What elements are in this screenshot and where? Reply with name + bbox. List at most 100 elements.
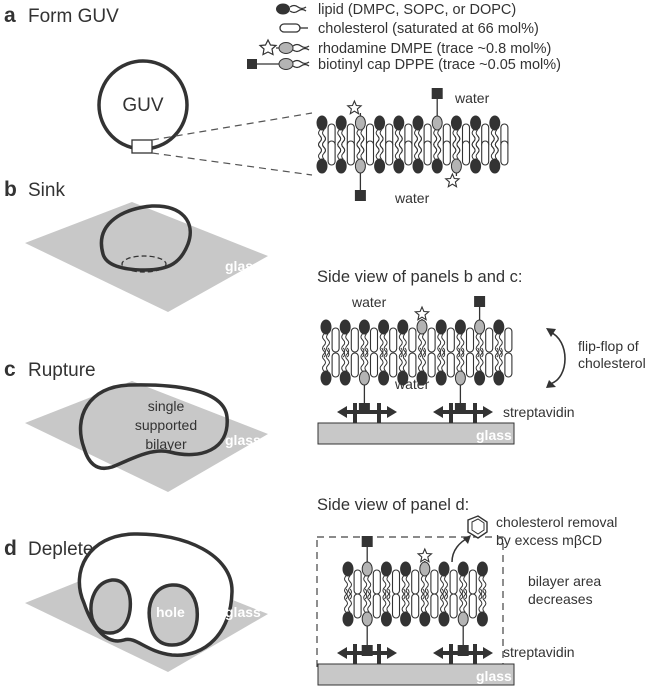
cholesterol-molecule (468, 593, 477, 619)
zoom-box (131, 139, 153, 154)
special-lipid-head (474, 319, 486, 335)
special-lipid-head (416, 319, 428, 335)
lipid-tail (456, 347, 461, 372)
panel-c-letter: c (4, 358, 16, 381)
lipid-head (412, 115, 424, 131)
lipid-head (435, 319, 447, 335)
legend-cholesterol-label: cholesterol (saturated at 66 mol%) (318, 21, 539, 37)
lipid-head (474, 370, 486, 386)
special-lipid-head (454, 370, 466, 386)
glass-surface-b (25, 202, 268, 312)
lipid-head (380, 611, 392, 627)
lipid-head (431, 158, 443, 174)
lipid-tail (363, 575, 368, 600)
biotin-cap (457, 645, 469, 656)
biotin-cap (358, 403, 370, 414)
lipid-tail (452, 135, 457, 160)
lipid-tail (418, 135, 422, 160)
lipid-tail (440, 588, 444, 613)
lipid-head (339, 370, 351, 386)
lipid-head (450, 115, 462, 131)
lipid-tail (364, 347, 369, 372)
lipid-tail (379, 347, 384, 372)
streptavidin-arrow-left (433, 406, 443, 418)
lipid-tail (363, 588, 368, 613)
lipid-tail (475, 347, 480, 372)
lipid-tail (478, 575, 483, 600)
lipid-tail (440, 575, 444, 600)
cholesterol-molecule (408, 352, 417, 378)
lipid-tail (498, 347, 503, 372)
lipid-tail (318, 135, 322, 160)
streptavidin-arrow-left (337, 406, 347, 418)
glass-label-b: glass (225, 258, 261, 274)
cholesterol-molecule (404, 140, 413, 166)
cholesterol-molecule (500, 140, 509, 166)
cholesterol-molecule (468, 569, 477, 595)
lipid-tail (386, 575, 391, 600)
lipid-head (335, 158, 347, 174)
lipid-head (493, 370, 505, 386)
panel-c-title: Rupture (28, 360, 96, 381)
cholesterol-molecule (465, 327, 475, 353)
lipid-head (374, 158, 386, 174)
lipid-head (419, 611, 431, 627)
lipid-tail (322, 135, 326, 160)
cholesterol-molecule (411, 569, 420, 595)
supported-bilayer-patch (78, 383, 229, 470)
cholesterol-molecule (353, 593, 362, 619)
lipid-head (493, 319, 505, 335)
lipid-tail (463, 575, 468, 600)
lipid-tail (422, 347, 426, 372)
glass-slab-bc (317, 422, 515, 445)
legend-lipid-label: lipid (DMPC, SOPC, or DOPC) (318, 2, 516, 18)
lipid-tail (337, 135, 342, 160)
cholesterol-molecule (446, 327, 455, 353)
cholesterol-molecule (391, 569, 401, 595)
lipid-tail (401, 588, 406, 613)
hole-left (89, 578, 133, 635)
glass-label-c: glass (225, 432, 261, 448)
lipid-tail (433, 135, 438, 160)
supported-bilayer-line3: bilayer (145, 436, 187, 452)
removal-label-line1: cholesterol removal (496, 514, 617, 530)
lipid-head (416, 370, 428, 386)
lipid-head (489, 115, 501, 131)
bilayer-panel-a (316, 88, 509, 201)
cholesterol-molecule (346, 140, 355, 166)
lipid-tail (344, 575, 348, 600)
lipid-tail (322, 347, 326, 372)
legend-rhodamine-label: rhodamine DMPE (trace ~0.8 mol%) (318, 41, 551, 57)
glass-label-slab-bc: glass (476, 427, 512, 443)
legend-biotinyl-icon (247, 58, 310, 70)
special-lipid-head (361, 561, 373, 577)
cholesterol-molecule (449, 593, 458, 619)
lipid-head (393, 115, 405, 131)
glass-label-d: glass (225, 604, 261, 620)
side-view-bc-title: Side view of panels b and c: (317, 268, 522, 286)
lipid-tail (344, 588, 348, 613)
special-lipid-head (450, 158, 462, 174)
lipid-tail (348, 588, 352, 613)
special-lipid-head (361, 611, 373, 627)
special-lipid-head (457, 611, 469, 627)
lipid-head (457, 561, 469, 577)
cholesterol-molecule (461, 140, 471, 166)
lipid-tail (424, 588, 429, 613)
cholesterol-molecule (372, 593, 381, 619)
biotin-cap (361, 536, 373, 547)
area-label-line1: bilayer area (528, 573, 601, 589)
streptavidin-arrow-left (433, 647, 443, 659)
supported-bilayer-line1: single (148, 398, 185, 414)
cholesterol-molecule (446, 352, 455, 378)
supported-bilayer-line2: supported (135, 417, 197, 433)
lipid-tail (405, 588, 410, 613)
lipid-tail (401, 575, 406, 600)
area-label-line2: decreases (528, 591, 593, 607)
water-top-a: water (454, 90, 490, 106)
lipid-tail (398, 135, 403, 160)
lipid-tail (459, 575, 464, 600)
lipid-tail (341, 347, 346, 372)
flipflop-arrowhead-bottom (546, 380, 556, 388)
